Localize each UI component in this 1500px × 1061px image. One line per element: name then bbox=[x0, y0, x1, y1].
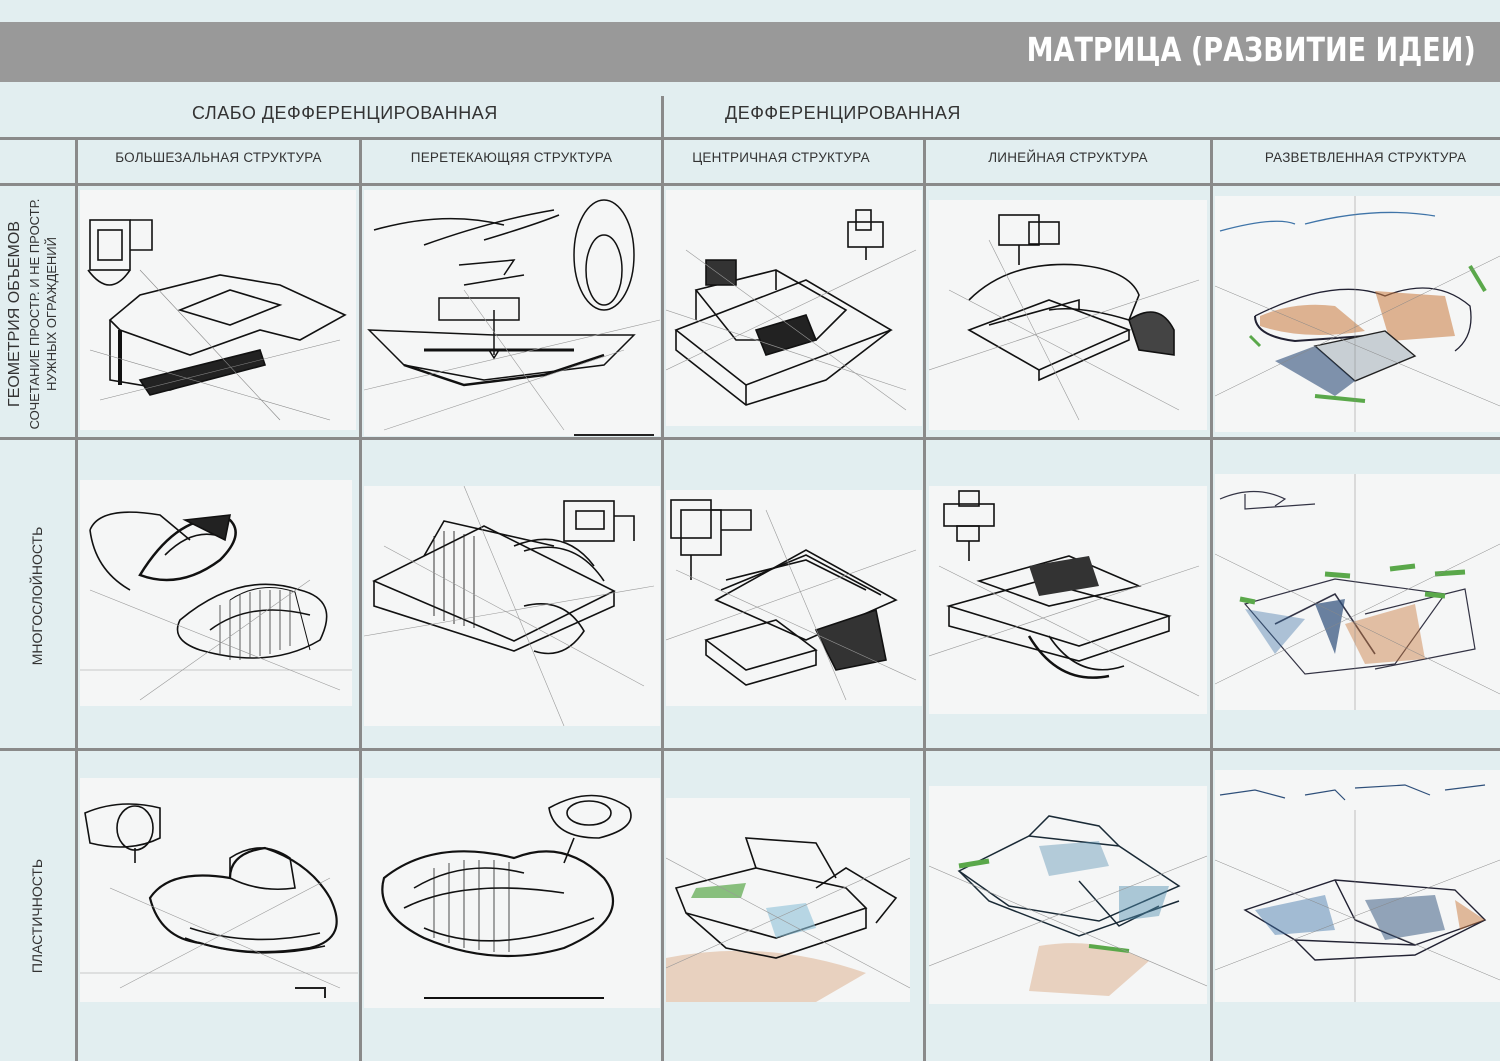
divider-col3 bbox=[923, 140, 926, 1061]
divider-col4 bbox=[1210, 140, 1213, 1061]
row-label-geometry: ГЕОМЕТРИЯ ОБЪЕМОВ СОЧЕТАНИЕ ПРОСТР. И НЕ… bbox=[4, 189, 68, 439]
page-title: МАТРИЦА (РАЗВИТИЕ ИДЕИ) bbox=[1026, 30, 1476, 69]
divider-row1 bbox=[0, 437, 1500, 440]
sketch-r2-c3 bbox=[666, 490, 922, 706]
sketch-r2-c1 bbox=[80, 480, 352, 706]
sketch-r2-c2 bbox=[364, 486, 660, 726]
sketch-r3-c1 bbox=[80, 778, 358, 1002]
sketch-r1-c1 bbox=[80, 190, 356, 430]
row-label-geometry-line3: НУЖНЫХ ОГРАЖДЕНИЙ bbox=[44, 237, 59, 392]
divider-top bbox=[0, 137, 1500, 140]
sketch-r3-c4 bbox=[929, 786, 1207, 1004]
divider-col-label bbox=[75, 140, 78, 1061]
sketch-r2-c4 bbox=[929, 486, 1207, 714]
sketch-r1-c3 bbox=[666, 190, 922, 426]
group-weak-header: СЛАБО ДЕФФЕРЕНЦИРОВАННАЯ bbox=[192, 103, 498, 123]
sketch-r2-c5 bbox=[1215, 474, 1500, 710]
sketch-r3-c2 bbox=[364, 778, 660, 1008]
sketch-r1-c2 bbox=[364, 190, 660, 436]
column-header-tsentrichnaya: ЦЕНТРИЧНАЯ СТРУКТУРА bbox=[692, 150, 870, 165]
column-header-bolshezalnaya: БОЛЬШЕЗАЛЬНАЯ СТРУКТУРА bbox=[115, 150, 322, 165]
sketch-r1-c5 bbox=[1215, 196, 1500, 432]
row-label-geometry-line2: СОЧЕТАНИЕ ПРОСТР. И НЕ ПРОСТР. bbox=[27, 198, 42, 430]
row-label-multilayer: МНОГОСЛОЙНОСТЬ bbox=[27, 496, 47, 696]
sketch-r3-c5 bbox=[1215, 770, 1500, 1002]
divider-col1 bbox=[359, 140, 362, 1061]
divider-row2 bbox=[0, 748, 1500, 751]
divider-header bbox=[0, 183, 1500, 186]
row-label-plasticity-text: ПЛАСТИЧНОСТЬ bbox=[29, 858, 45, 974]
column-header-razvetvlennaya: РАЗВЕТВЛЕННАЯ СТРУКТУРА bbox=[1264, 150, 1467, 165]
group-diff-header: ДЕФФЕРЕНЦИРОВАННАЯ bbox=[725, 103, 961, 123]
divider-group bbox=[661, 96, 664, 1061]
column-header-lineynaya: ЛИНЕЙНАЯ СТРУКТУРА bbox=[988, 150, 1148, 165]
row-label-geometry-line1: ГЕОМЕТРИЯ ОБЪЕМОВ bbox=[6, 221, 23, 407]
sketch-r3-c3 bbox=[666, 798, 910, 1002]
row-label-plasticity: ПЛАСТИЧНОСТЬ bbox=[27, 816, 47, 1016]
sketch-r1-c4 bbox=[929, 200, 1207, 430]
row-label-multilayer-text: МНОГОСЛОЙНОСТЬ bbox=[29, 526, 45, 666]
column-header-peretekayushchaya: ПЕРЕТЕКАЮЩЯЯ СТРУКТУРА bbox=[410, 150, 613, 165]
title-bar: МАТРИЦА (РАЗВИТИЕ ИДЕИ) bbox=[0, 22, 1500, 82]
